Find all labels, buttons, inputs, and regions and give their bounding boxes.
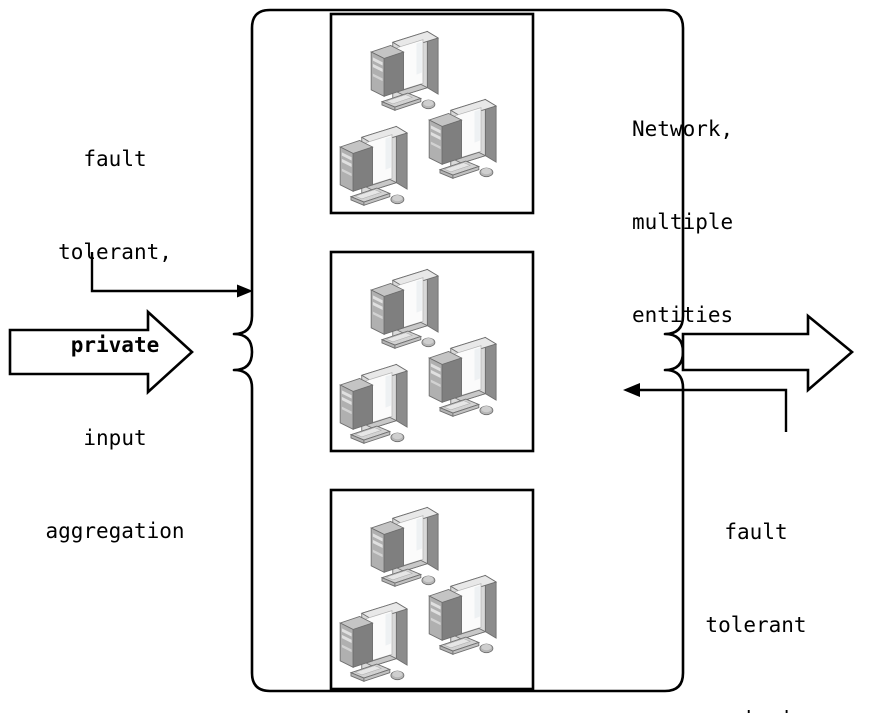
computer-3-3 [339, 601, 408, 682]
network-label-line-3: entities [632, 303, 734, 327]
input-label-line-5: aggregation [45, 519, 185, 543]
input-callout-arrow [90, 252, 253, 298]
input-label-line-1: fault [83, 147, 147, 171]
output-block-arrow [681, 313, 855, 393]
network-boundary [232, 8, 685, 693]
output-label-line-1: fault [724, 520, 788, 544]
network-label: Network, multiple entities [632, 52, 872, 393]
output-label: fault tolerant output aggregation [640, 455, 872, 713]
entity-group-3-box [329, 488, 535, 691]
output-callout-arrowhead [623, 383, 640, 397]
output-label-line-3: output [640, 703, 872, 713]
entity-group-1 [329, 12, 535, 215]
network-label-line-2: multiple [632, 210, 734, 234]
computer-1-2 [428, 98, 497, 179]
input-label-line-2: tolerant, [58, 240, 172, 264]
input-callout-arrowhead [237, 284, 253, 298]
output-label-line-2: tolerant [705, 613, 807, 637]
input-block-arrow [8, 309, 194, 395]
output-callout-arrow [623, 383, 788, 432]
computer-2-2 [428, 336, 497, 417]
computer-1-1 [370, 30, 439, 111]
entity-group-1-box [329, 12, 535, 215]
input-label-line-3: private [70, 333, 160, 357]
computer-2-3 [339, 363, 408, 444]
input-label-line-4: input [83, 426, 147, 450]
entity-group-2-box [329, 250, 535, 453]
entity-group-3 [329, 488, 535, 691]
computer-1-3 [339, 125, 408, 206]
computer-3-1 [370, 506, 439, 587]
entity-group-2 [329, 250, 535, 453]
network-label-line-1: Network, [632, 117, 734, 141]
computer-3-2 [428, 574, 497, 655]
input-label: fault tolerant, private input aggregatio… [0, 82, 230, 609]
computer-2-1 [370, 268, 439, 349]
